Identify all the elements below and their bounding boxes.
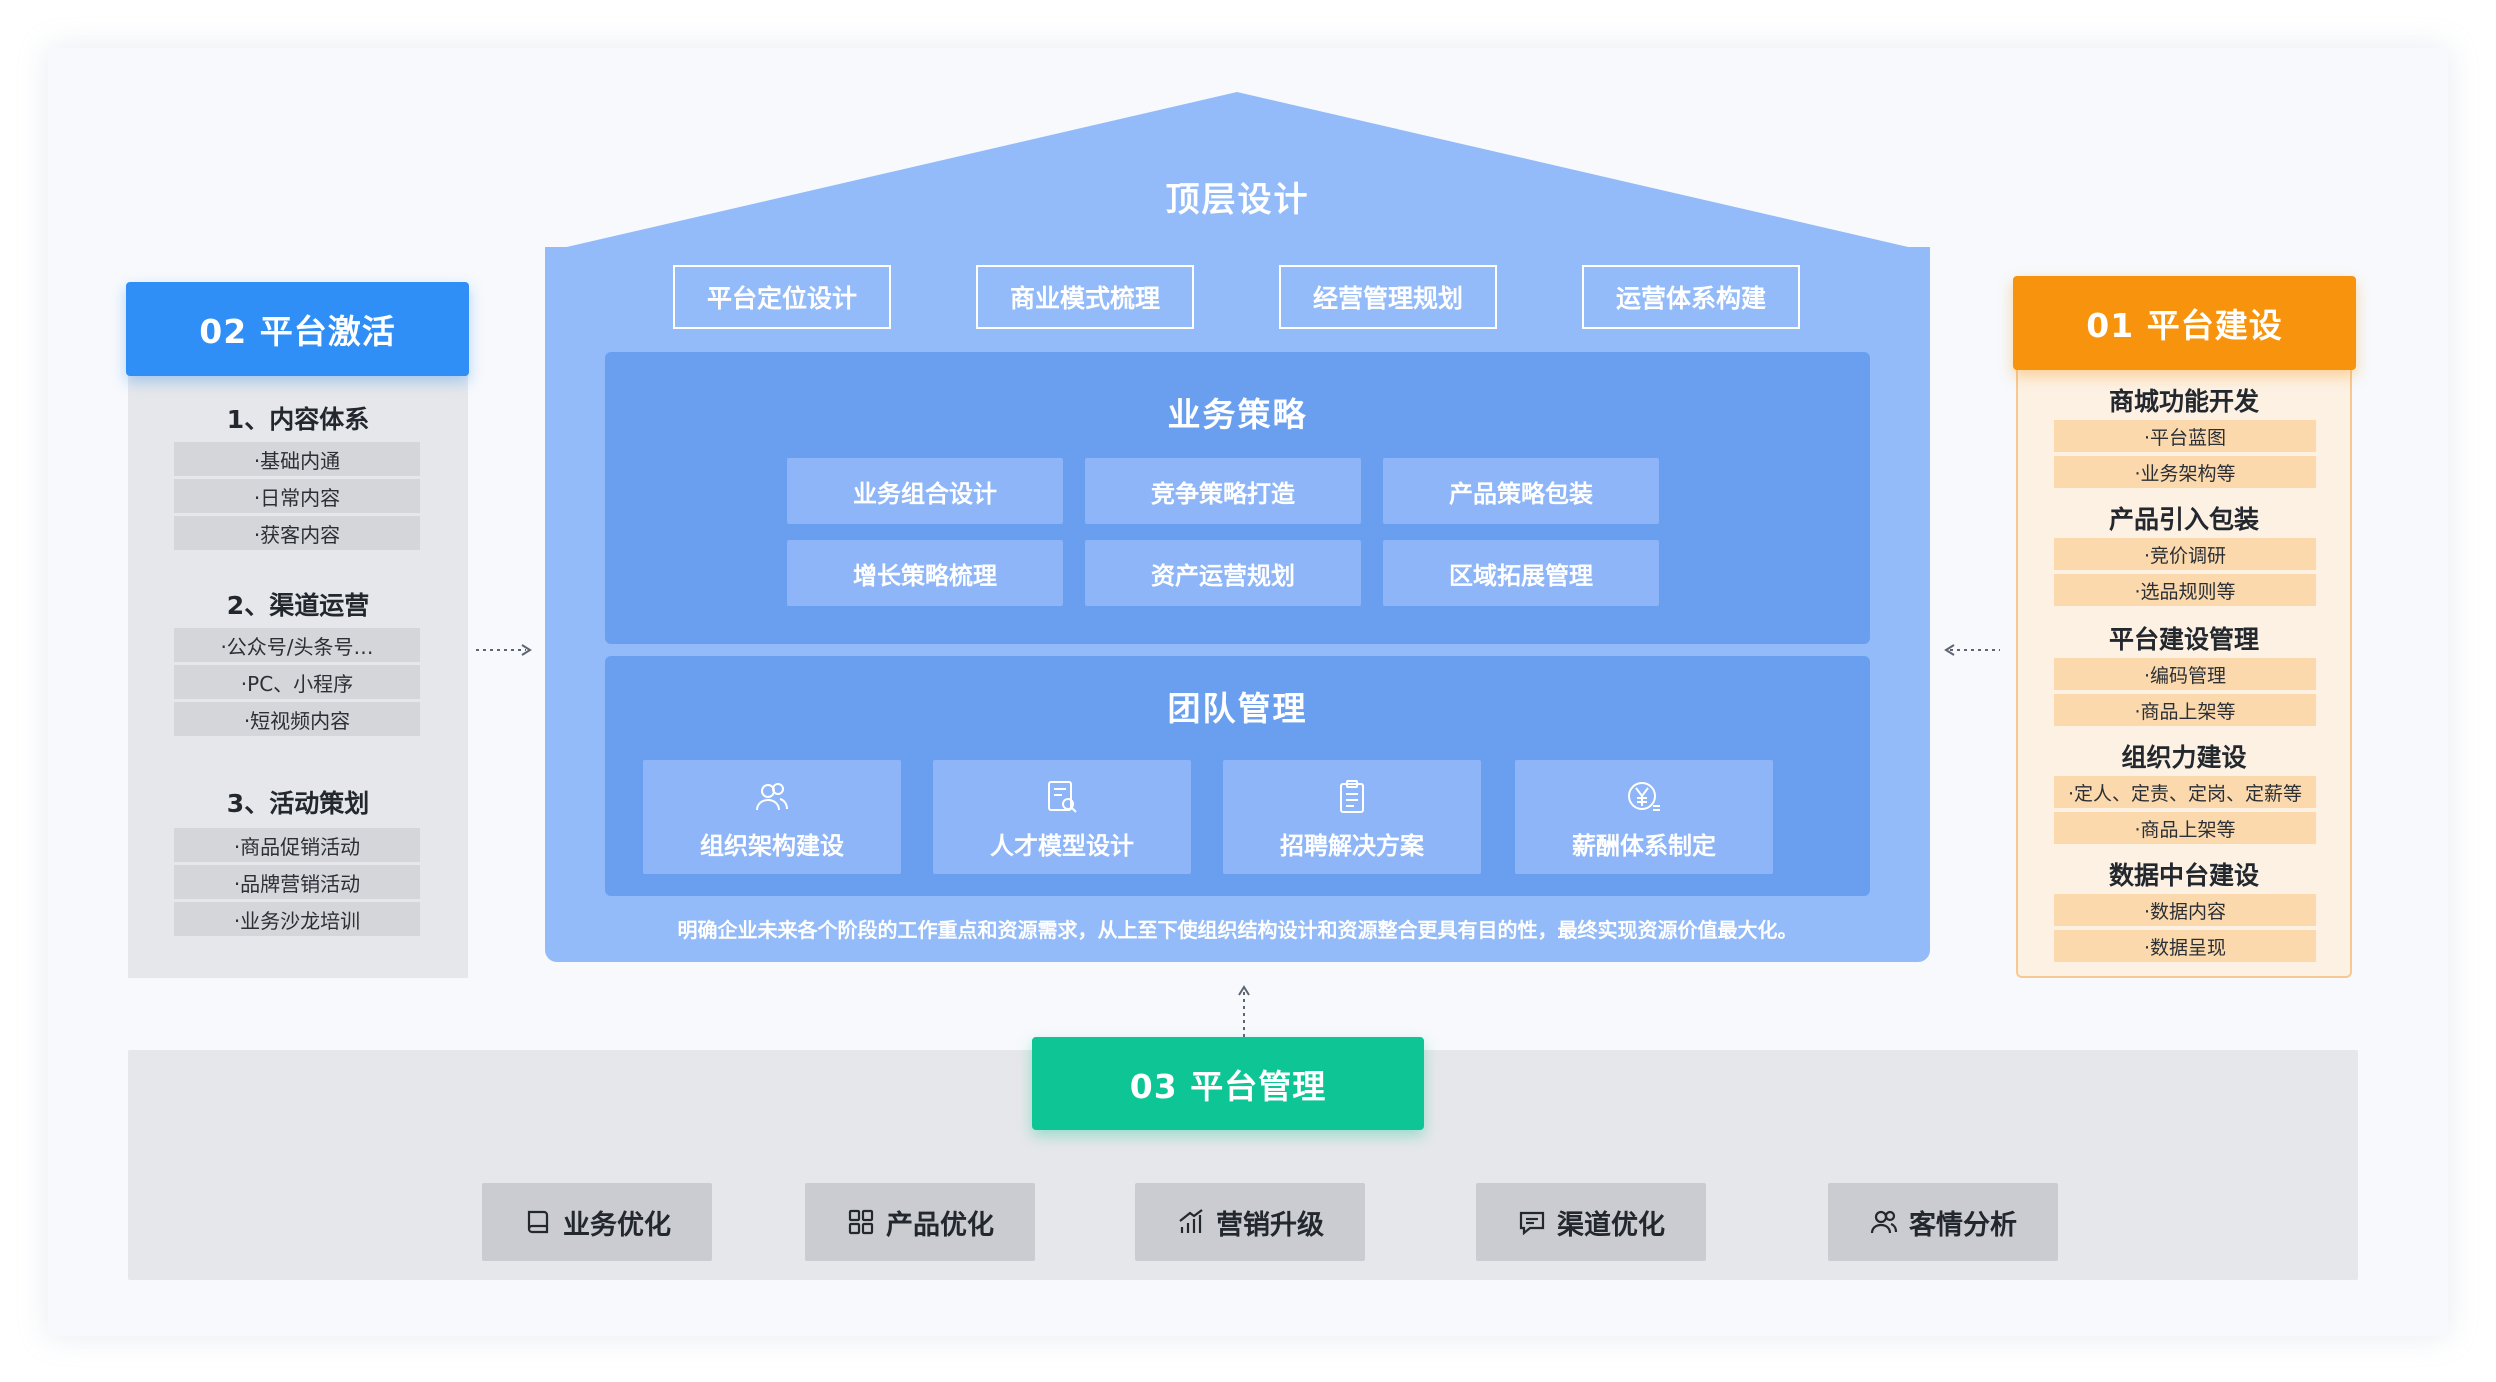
- top-design-boxes: 平台定位设计 商业模式梳理 经营管理规划 运营体系构建: [673, 265, 1803, 329]
- platform-management-header: 03 平台管理: [1032, 1037, 1424, 1130]
- team-panel: 团队管理 组织架构建设 人才模型设计 招聘解决方案 薪酬体系制定: [605, 656, 1870, 896]
- top-box-system-building: 运营体系构建: [1582, 265, 1800, 329]
- bottom-button-marketing[interactable]: 营销升级: [1135, 1183, 1365, 1261]
- left-item: ·PC、小程序: [174, 665, 420, 699]
- right-item: ·编码管理: [2054, 658, 2316, 690]
- team-item-org: 组织架构建设: [643, 760, 901, 874]
- strategy-item: 资产运营规划: [1085, 540, 1361, 606]
- right-section-title: 组织力建设: [2121, 743, 2247, 772]
- platform-activation-header: 02 平台激活: [126, 282, 469, 376]
- book-icon: [527, 1210, 549, 1234]
- right-section-title: 产品引入包装: [2108, 505, 2259, 534]
- strategy-panel: 业务策略 业务组合设计 竞争策略打造 产品策略包装 增长策略梳理 资产运营规划 …: [605, 352, 1870, 644]
- left-section-title: 3、活动策划: [226, 789, 370, 818]
- platform-building-header: 01 平台建设: [2013, 276, 2356, 370]
- right-item: ·定人、定责、定岗、定薪等: [2054, 776, 2316, 808]
- left-column: 1、内容体系 ·基础内通 ·日常内容 ·获客内容 2、渠道运营 ·公众号/头条号…: [128, 318, 468, 978]
- right-section-title: 平台建设管理: [2108, 625, 2259, 654]
- team-item-label: 组织架构建设: [700, 832, 844, 860]
- arrow-right-icon: [476, 644, 532, 656]
- right-item: ·商品上架等: [2054, 694, 2316, 726]
- right-item: ·数据呈现: [2054, 930, 2316, 962]
- house-note: 明确企业未来各个阶段的工作重点和资源需求，从上至下使组织结构设计和资源整合更具有…: [677, 918, 1798, 942]
- strategy-item: 竞争策略打造: [1085, 458, 1361, 524]
- right-item: ·数据内容: [2054, 894, 2316, 926]
- left-item: ·公众号/头条号…: [174, 628, 420, 662]
- right-item: ·业务架构等: [2054, 456, 2316, 488]
- left-item: ·获客内容: [174, 516, 420, 550]
- grid-icon: [848, 1209, 874, 1235]
- team-item-label: 人才模型设计: [990, 832, 1134, 860]
- strategy-item: 区域拓展管理: [1383, 540, 1659, 606]
- team-item-salary: 薪酬体系制定: [1515, 760, 1773, 874]
- arrow-left-icon: [1944, 644, 2000, 656]
- left-item: ·日常内容: [174, 479, 420, 513]
- arrow-up-icon: [1238, 985, 1250, 1037]
- house-title: 顶层设计: [1165, 180, 1310, 220]
- bottom-button-business[interactable]: 业务优化: [482, 1183, 712, 1261]
- right-item: ·商品上架等: [2054, 812, 2316, 844]
- right-item: ·平台蓝图: [2054, 420, 2316, 452]
- chart-up-icon: [1179, 1209, 1203, 1233]
- bottom-button-label: 产品优化: [886, 1209, 994, 1241]
- right-item: ·选品规则等: [2054, 574, 2316, 606]
- right-column: 商城功能开发 ·平台蓝图 ·业务架构等 产品引入包装 ·竞价调研 ·选品规则等 …: [2016, 366, 2352, 978]
- bottom-button-product[interactable]: 产品优化: [805, 1183, 1035, 1261]
- bottom-button-customer[interactable]: 客情分析: [1828, 1183, 2058, 1261]
- team-item-recruit: 招聘解决方案: [1223, 760, 1481, 874]
- top-box-positioning: 平台定位设计: [673, 265, 891, 329]
- strategy-title: 业务策略: [1167, 395, 1308, 434]
- message-icon: [1519, 1211, 1545, 1236]
- left-item: ·短视频内容: [174, 702, 420, 736]
- team-item-label: 招聘解决方案: [1280, 832, 1424, 860]
- left-item: ·业务沙龙培训: [174, 902, 420, 936]
- strategy-item: 产品策略包装: [1383, 458, 1659, 524]
- bottom-button-label: 业务优化: [563, 1209, 671, 1241]
- bottom-button-label: 营销升级: [1216, 1209, 1324, 1241]
- left-section-title: 2、渠道运营: [226, 591, 370, 620]
- bottom-button-label: 渠道优化: [1557, 1209, 1665, 1241]
- team-item-talent: 人才模型设计: [933, 760, 1191, 874]
- left-section-title: 1、内容体系: [226, 405, 370, 434]
- right-item: ·竞价调研: [2054, 538, 2316, 570]
- left-item: ·品牌营销活动: [174, 865, 420, 899]
- document-search-icon: [1048, 781, 1077, 813]
- bottom-button-label: 客情分析: [1909, 1209, 2017, 1241]
- users-icon: [756, 783, 788, 811]
- clipboard-icon: [1340, 780, 1364, 813]
- top-box-business-model: 商业模式梳理: [976, 265, 1194, 329]
- strategy-item: 增长策略梳理: [787, 540, 1063, 606]
- left-item: ·商品促销活动: [174, 828, 420, 862]
- yen-coin-icon: [1628, 782, 1660, 811]
- users-icon: [1870, 1210, 1898, 1234]
- top-box-operation-planning: 经营管理规划: [1279, 265, 1497, 329]
- team-item-label: 薪酬体系制定: [1572, 832, 1716, 860]
- team-title: 团队管理: [1167, 689, 1308, 728]
- right-section-title: 商城功能开发: [2108, 387, 2259, 416]
- bottom-button-channel[interactable]: 渠道优化: [1476, 1183, 1706, 1261]
- right-section-title: 数据中台建设: [2108, 861, 2259, 890]
- left-item: ·基础内通: [174, 442, 420, 476]
- house-roof: [545, 92, 1930, 252]
- strategy-item: 业务组合设计: [787, 458, 1063, 524]
